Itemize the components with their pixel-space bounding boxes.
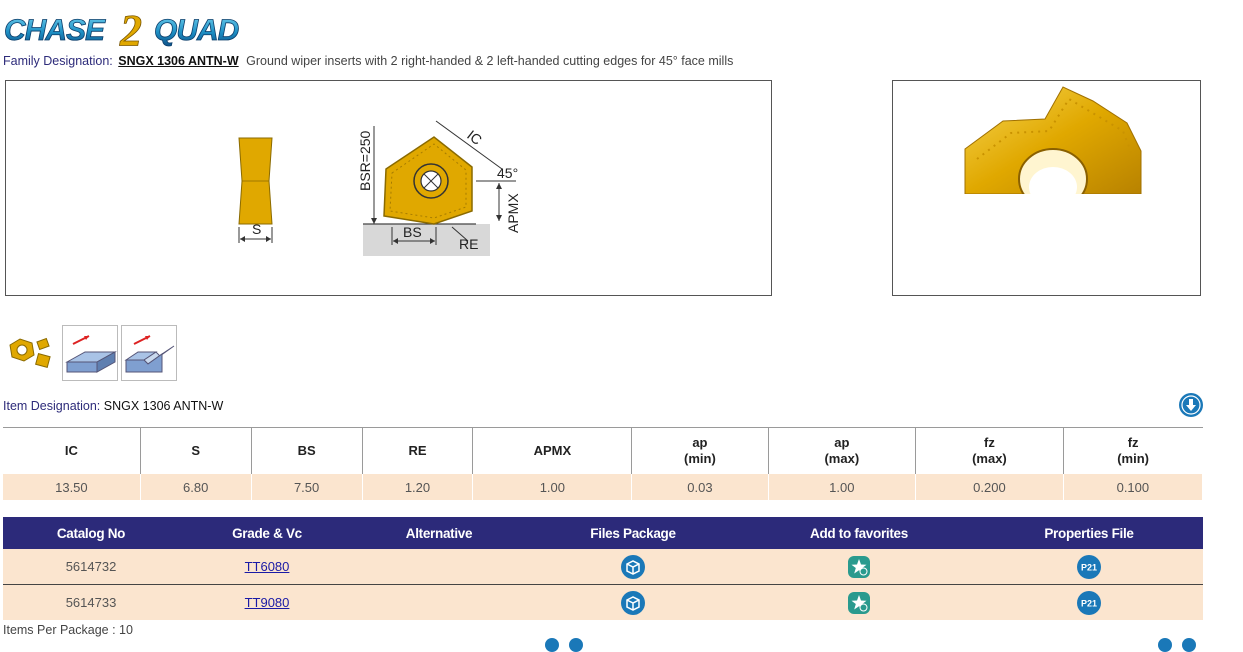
param-header-bs: BS bbox=[251, 427, 363, 474]
insert-dimension-drawing: S BSR=250 IC 45° APMX BS bbox=[238, 120, 521, 256]
parameters-table: IC S BS RE APMX ap(min) ap(max) fz(max) … bbox=[3, 427, 1204, 500]
scroll-nav-next-icon[interactable] bbox=[1182, 638, 1196, 652]
param-header-fz-min: fz(min) bbox=[1063, 427, 1203, 474]
grade-link[interactable]: TT6080 bbox=[244, 559, 290, 574]
grade-cell: TT9080 bbox=[179, 584, 355, 620]
param-value-ap-min: 0.03 bbox=[631, 474, 769, 500]
table-row: 5614733 TT9080 P21 bbox=[3, 584, 1203, 620]
header-add-to-favorites: Add to favorites bbox=[743, 517, 975, 549]
svg-text:CHASE: CHASE bbox=[4, 14, 106, 47]
family-description: Ground wiper inserts with 2 right-handed… bbox=[246, 54, 734, 68]
dim-angle-label: 45° bbox=[497, 165, 518, 181]
family-label: Family Designation: bbox=[3, 54, 113, 68]
dim-apmx-label: APMX bbox=[505, 193, 521, 233]
item-value: SNGX 1306 ANTN-W bbox=[103, 399, 224, 413]
svg-text:2: 2 bbox=[119, 10, 142, 50]
svg-text:QUAD: QUAD bbox=[154, 14, 239, 47]
add-favorite-icon[interactable] bbox=[847, 591, 871, 615]
dim-ic-label: IC bbox=[464, 127, 485, 148]
item-label: Item Designation: bbox=[3, 399, 101, 413]
param-header-ap-min: ap(min) bbox=[631, 427, 769, 474]
p21-file-icon[interactable]: P21 bbox=[1077, 590, 1101, 615]
catalog-header-row: Catalog No Grade & Vc Alternative Files … bbox=[3, 517, 1203, 549]
param-header-s: S bbox=[140, 427, 252, 474]
param-value-apmx: 1.00 bbox=[472, 474, 633, 500]
technical-drawing-panel: S BSR=250 IC 45° APMX BS bbox=[5, 80, 772, 296]
parameters-value-row: 13.50 6.80 7.50 1.20 1.00 0.03 1.00 0.20… bbox=[3, 474, 1204, 500]
chase2quad-logo: CHASE 2 QUAD bbox=[4, 10, 240, 50]
dim-bsr-label: BSR=250 bbox=[357, 130, 373, 191]
catalog-no: 5614732 bbox=[3, 549, 179, 585]
header-files-package: Files Package bbox=[523, 517, 743, 549]
properties-file-cell: P21 bbox=[975, 584, 1203, 620]
face-milling-thumb[interactable] bbox=[62, 325, 118, 381]
files-package-cell bbox=[523, 584, 743, 620]
add-favorite-icon[interactable] bbox=[847, 555, 871, 579]
svg-text:P21: P21 bbox=[1081, 598, 1097, 608]
table-row: 5614732 TT6080 P21 bbox=[3, 549, 1203, 585]
dim-re-label: RE bbox=[459, 236, 478, 252]
header-alternative: Alternative bbox=[355, 517, 523, 549]
family-designation: Family Designation: SNGX 1306 ANTN-W Gro… bbox=[3, 54, 733, 68]
side-view: S bbox=[238, 137, 273, 243]
grade-cell: TT6080 bbox=[179, 549, 355, 585]
alternative-cell bbox=[355, 549, 523, 585]
param-header-apmx: APMX bbox=[472, 427, 633, 474]
scroll-nav-prev-icon[interactable] bbox=[1158, 638, 1172, 652]
param-value-ic: 13.50 bbox=[3, 474, 141, 500]
param-header-ic: IC bbox=[3, 427, 141, 474]
param-value-s: 6.80 bbox=[140, 474, 252, 500]
param-header-fz-max: fz(max) bbox=[915, 427, 1064, 474]
param-header-re: RE bbox=[362, 427, 474, 474]
insert-photo bbox=[953, 86, 1153, 295]
shoulder-milling-thumb[interactable] bbox=[121, 325, 177, 381]
pagination-prev-icon[interactable] bbox=[545, 638, 559, 652]
param-value-bs: 7.50 bbox=[251, 474, 363, 500]
param-value-fz-max: 0.200 bbox=[915, 474, 1064, 500]
insert-photo-panel bbox=[892, 80, 1201, 296]
param-value-fz-min: 0.100 bbox=[1063, 474, 1204, 500]
parameters-header-row: IC S BS RE APMX ap(min) ap(max) fz(max) … bbox=[3, 427, 1203, 474]
insert-thumb-gold[interactable] bbox=[4, 325, 60, 381]
svg-text:P21: P21 bbox=[1081, 562, 1097, 572]
files-package-cell bbox=[523, 549, 743, 585]
package-download-icon[interactable] bbox=[621, 554, 645, 579]
catalog-no: 5614733 bbox=[3, 584, 179, 620]
param-value-ap-max: 1.00 bbox=[768, 474, 917, 500]
download-icon[interactable] bbox=[1178, 392, 1204, 418]
catalog-table: Catalog No Grade & Vc Alternative Files … bbox=[3, 517, 1203, 620]
alternative-cell bbox=[355, 584, 523, 620]
param-header-ap-max: ap(max) bbox=[768, 427, 917, 474]
pagination-next-icon[interactable] bbox=[569, 638, 583, 652]
dim-s-label: S bbox=[252, 221, 261, 237]
header-grade-vc: Grade & Vc bbox=[179, 517, 355, 549]
properties-file-cell: P21 bbox=[975, 549, 1203, 585]
dim-bs-label: BS bbox=[403, 224, 422, 240]
family-code-link[interactable]: SNGX 1306 ANTN-W bbox=[118, 54, 239, 68]
top-view: BSR=250 IC 45° APMX BS RE bbox=[357, 120, 521, 256]
grade-link[interactable]: TT9080 bbox=[244, 595, 290, 610]
favorites-cell bbox=[743, 549, 975, 585]
item-designation: Item Designation: SNGX 1306 ANTN-W bbox=[3, 399, 223, 413]
p21-file-icon[interactable]: P21 bbox=[1077, 554, 1101, 579]
items-per-package: Items Per Package : 10 bbox=[3, 623, 133, 637]
favorites-cell bbox=[743, 584, 975, 620]
header-properties-file: Properties File bbox=[975, 517, 1203, 549]
package-download-icon[interactable] bbox=[621, 590, 645, 615]
param-value-re: 1.20 bbox=[362, 474, 474, 500]
header-catalog-no: Catalog No bbox=[3, 517, 179, 549]
